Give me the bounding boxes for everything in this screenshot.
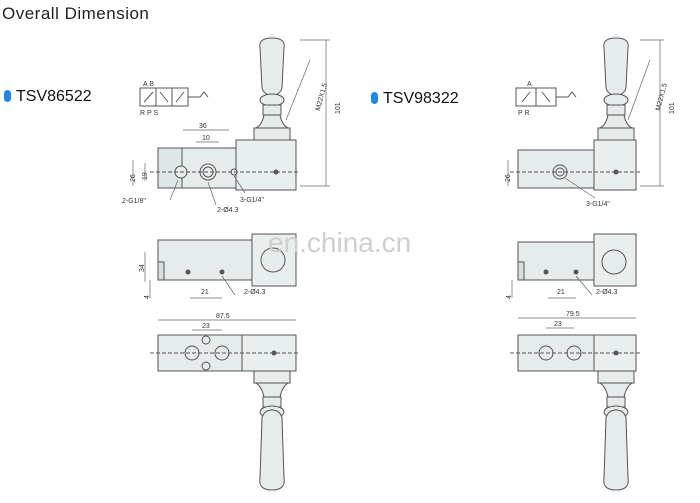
model-label-tsv86522: TSV86522 (4, 88, 92, 106)
handle-top-right (597, 37, 635, 141)
dim-21-right: 21 (557, 289, 565, 296)
dim-101: 101 (335, 102, 342, 114)
dim-port-2g18: 2-G1/8" (122, 198, 146, 205)
dim-36: 36 (199, 123, 207, 130)
dim-10: 10 (202, 135, 210, 142)
symbol-ports-bottom: R P S (140, 110, 158, 117)
dim-thread-m22: M22X1.5 (315, 83, 329, 112)
dim-thread-m22-right: M22X1.5 (655, 83, 669, 112)
dim-87-5: 87.5 (216, 313, 230, 320)
dim-4: 4 (144, 295, 151, 299)
dim-23-right: 23 (554, 321, 562, 328)
handle-bottom-left (253, 370, 291, 491)
valve-symbol-left (139, 87, 209, 107)
dim-4-right: 4 (506, 295, 513, 299)
handle-bottom-right (597, 370, 635, 491)
dim-26-right: 26 (505, 174, 512, 182)
dim-port-3g14: 3-G1/4" (240, 197, 264, 204)
bullet-icon (4, 90, 11, 102)
dim-side-hole: 2-Ø4.3 (244, 289, 266, 296)
dim-23: 23 (202, 323, 210, 330)
dim-port-3g14-right: 3-G1/4" (586, 201, 610, 208)
dim-19: 19 (142, 172, 149, 180)
watermark: en.china.cn (268, 227, 411, 258)
dim-34: 34 (139, 264, 146, 272)
page-title: Overall Dimension (2, 4, 150, 23)
dim-79-5: 79.5 (566, 311, 580, 318)
dim-side-hole-right: 2-Ø4.3 (596, 289, 618, 296)
symbol-ports-bottom-right: P R (518, 110, 530, 117)
symbol-ports-top-right: A (527, 81, 532, 88)
valve-symbol-right (515, 87, 577, 107)
dim-26: 26 (130, 174, 137, 182)
handle-top-left (253, 37, 291, 141)
model-label-tsv98322: TSV98322 (371, 90, 459, 108)
dim-101-right: 101 (669, 102, 676, 114)
dim-21: 21 (201, 289, 209, 296)
symbol-ports-top: A B (143, 81, 154, 88)
dim-hole-2d43: 2-Ø4.3 (217, 207, 239, 214)
bullet-icon (371, 92, 378, 104)
